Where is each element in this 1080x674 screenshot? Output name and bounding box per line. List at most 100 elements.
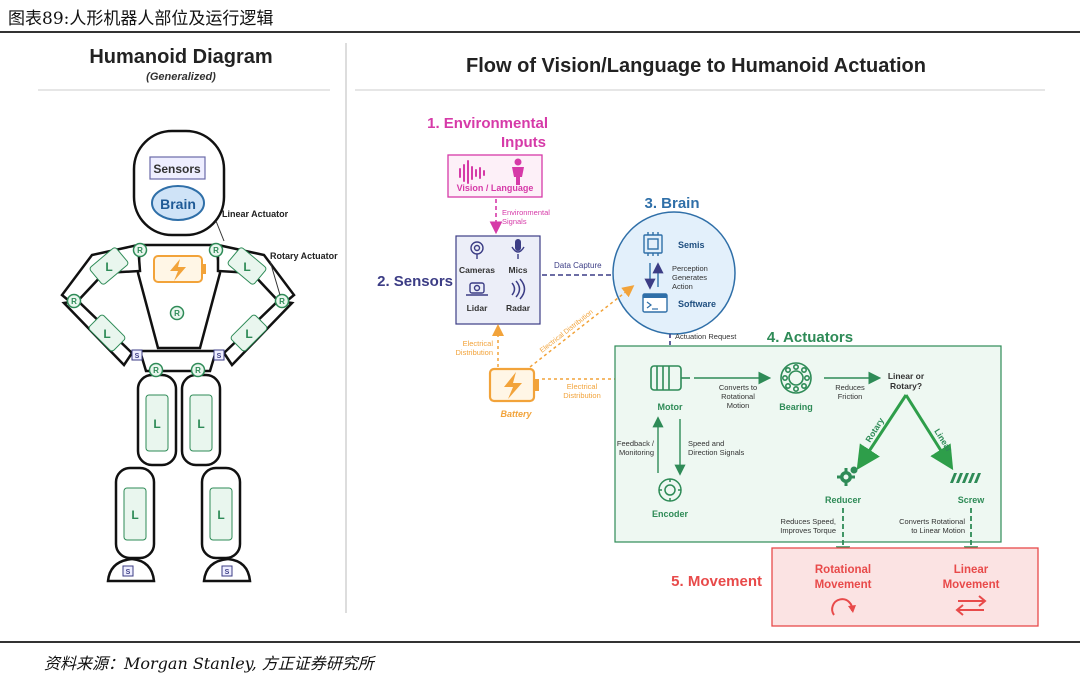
linear-actuator-right-upper: [227, 247, 267, 285]
torso-battery: [153, 255, 206, 283]
sensor-mics-label: Mics: [509, 265, 528, 275]
rotational-movement-line1: Rotational: [815, 564, 871, 576]
perception-line1: Perception: [672, 264, 708, 273]
rotary-code: R: [153, 366, 159, 375]
reduces-friction-line2: Friction: [838, 392, 863, 401]
converts-line2: Rotational: [721, 392, 755, 401]
radar-icon: [511, 278, 526, 300]
linear-movement-line2: Movement: [943, 579, 1000, 591]
env-signals-line2: Signals: [502, 217, 527, 226]
rotational-movement-line2: Movement: [815, 579, 872, 591]
linear-code: L: [243, 260, 250, 274]
elec-dist-diagonal: Electrical Distribution: [539, 309, 595, 355]
linear-actuator-right-shin: [209, 487, 233, 541]
speed-line1: Speed and: [688, 439, 724, 448]
chip-icon: [643, 232, 663, 256]
person-icon: [512, 158, 524, 185]
linear-actuator-leader: [215, 220, 225, 242]
env-signals-line1: Environmental: [502, 208, 550, 217]
reduces-friction-line1: Reduces: [835, 383, 865, 392]
right-panel-title: Flow of Vision/Language to Humanoid Actu…: [466, 55, 926, 77]
reduces-speed-line2: Improves Torque: [780, 526, 836, 535]
linear-code: L: [153, 417, 160, 431]
rotary-joints: [66, 242, 290, 378]
vision-language-label: Vision / Language: [457, 183, 534, 193]
sensors-panel: [455, 235, 541, 325]
screw-code: S: [126, 569, 131, 576]
elec-dist-left-line1: Electrical: [463, 339, 494, 348]
brain-label: Brain: [160, 196, 196, 212]
screw-code: S: [135, 353, 140, 360]
movement-panel: [771, 547, 1039, 627]
linear-branch-arrow: [904, 394, 954, 471]
rotary-actuator-leader: [269, 260, 281, 296]
sensor-lidar-label: Lidar: [467, 303, 488, 313]
sensors-box: [149, 156, 206, 180]
battery-icon: [488, 367, 539, 403]
step3-title: 3. Brain: [644, 195, 699, 212]
bottom-rule: [0, 641, 1080, 643]
linear-actuator-left-thigh: [145, 394, 169, 452]
battery-label: Battery: [500, 409, 532, 419]
perception-line3: Action: [672, 282, 693, 291]
step5-title: 5. Movement: [671, 573, 762, 590]
microphone-icon: [511, 239, 525, 259]
linear-movement-line1: Linear: [954, 564, 989, 576]
software-window-icon: [642, 293, 668, 313]
motor-icon: [650, 365, 690, 391]
elec-dist-right-line1: Electrical: [567, 382, 598, 391]
data-capture-label: Data Capture: [554, 261, 602, 270]
linear-actuator-right-fore: [230, 314, 268, 352]
perception-line2: Generates: [672, 273, 707, 282]
screw-thread-icon: [950, 473, 981, 483]
sensor-cameras-label: Cameras: [459, 265, 495, 275]
waveform-icon: [459, 160, 485, 184]
actuation-request-label: Actuation Request: [675, 332, 737, 341]
linear-code: L: [197, 417, 204, 431]
rotary-code: R: [71, 297, 77, 306]
screw-label: Screw: [958, 495, 986, 505]
rotate-arrow-icon: [831, 598, 856, 616]
figure-title: 图表89:人形机器人部位及运行逻辑: [8, 9, 274, 29]
rotary-branch-arrow: [856, 394, 908, 471]
linear-actuator-left-upper: [89, 247, 129, 285]
diagram-canvas: Humanoid Diagram (Generalized) Sensors B…: [38, 43, 1045, 627]
reduces-speed-line1: Reduces Speed,: [781, 517, 836, 526]
step4-title: 4. Actuators: [767, 329, 853, 346]
linear-or-rotary-line2: Rotary?: [890, 381, 922, 391]
linear-code: L: [103, 327, 110, 341]
left-panel-subtitle: (Generalized): [146, 71, 216, 83]
speed-line2: Direction Signals: [688, 448, 745, 457]
converts-rot-line2: to Linear Motion: [911, 526, 965, 535]
linear-actuator-right-thigh: [189, 394, 213, 452]
sensor-radar-label: Radar: [506, 303, 531, 313]
rotary-actuator-callout: Rotary Actuator: [270, 251, 338, 261]
converts-rot-line1: Converts Rotational: [899, 517, 965, 526]
gear-icon: [837, 466, 858, 486]
step1-title-line1: 1. Environmental: [427, 115, 548, 132]
rotary-code: R: [213, 246, 219, 255]
encoder-label: Encoder: [652, 509, 689, 519]
reducer-label: Reducer: [825, 495, 862, 505]
camera-icon: [470, 241, 484, 259]
encoder-icon: [658, 478, 682, 502]
linear-code: L: [131, 508, 138, 522]
elec-dist-left-line2: Distribution: [455, 348, 493, 357]
linear-or-rotary-line1: Linear or: [888, 371, 925, 381]
top-rule: [0, 31, 1080, 33]
linear-code: L: [105, 260, 112, 274]
linear-code: L: [245, 327, 252, 341]
step2-title: 2. Sensors: [377, 273, 453, 290]
feedback-line1: Feedback /: [617, 439, 655, 448]
source-note: 资料来源：Morgan Stanley, 方正证券研究所: [44, 654, 374, 673]
linear-actuator-left-fore: [88, 314, 126, 352]
bearing-label: Bearing: [779, 402, 813, 412]
sensors-label: Sensors: [153, 162, 201, 176]
bearing-icon: [780, 362, 812, 394]
motor-label: Motor: [658, 402, 683, 412]
screw-code: S: [217, 353, 222, 360]
lidar-icon: [466, 282, 488, 296]
step1-title-line2: Inputs: [501, 134, 546, 151]
brain-ellipse: [151, 185, 205, 221]
rotary-code: R: [137, 246, 143, 255]
